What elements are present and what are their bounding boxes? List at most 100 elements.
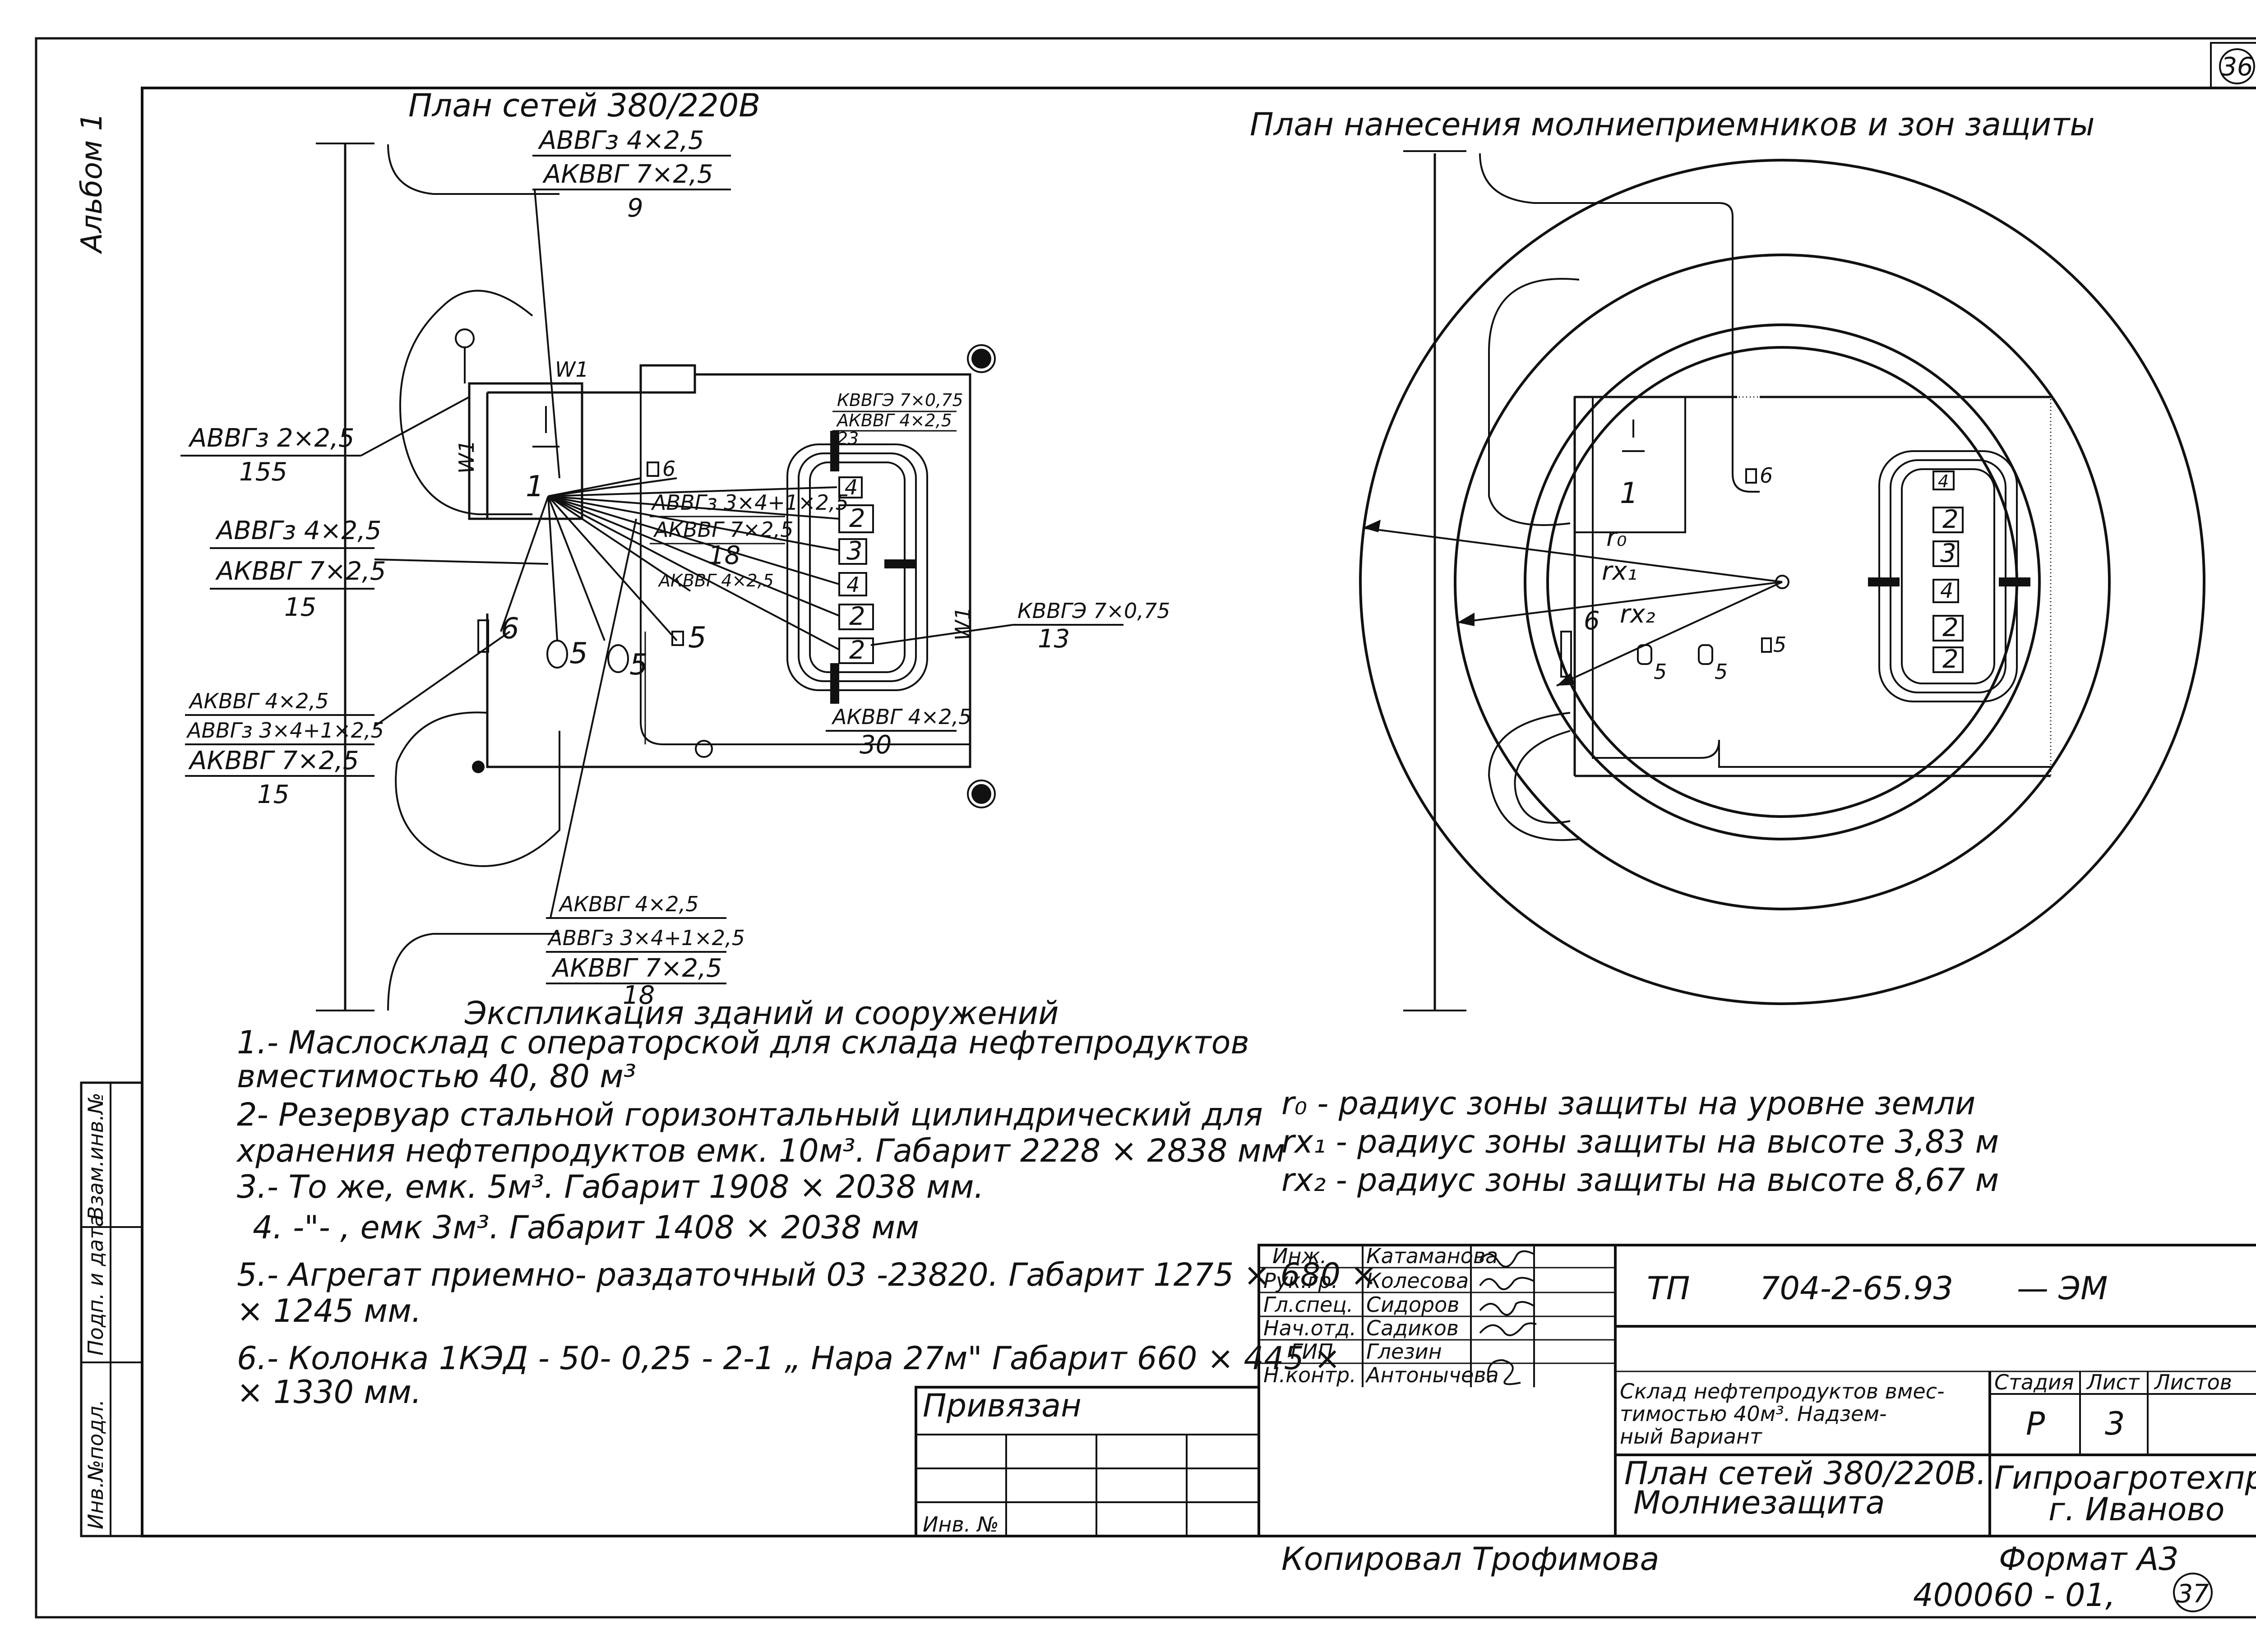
callout-top: АВВГз 4×2,5 АКВВГ 7×2,5 9	[532, 126, 731, 479]
name-2: Колесова	[1366, 1269, 1469, 1293]
sheet-number-box	[2210, 42, 2256, 89]
svg-text:4: 4	[1940, 578, 1953, 603]
tank-group: 4 2 3 4 2 2	[786, 431, 928, 704]
role-2: Рук.гр.	[1263, 1269, 1338, 1293]
left-node-6a: 6	[662, 457, 675, 481]
svg-text:АВВГз 2×2,5: АВВГз 2×2,5	[188, 424, 355, 453]
radius-rx2-label: rx₂	[1620, 600, 1655, 629]
side-stamp-replace: Взам.инв.№	[83, 1093, 108, 1220]
site-outline	[486, 364, 971, 768]
callout-18-middle: АВВГз 3×4+1×2,5 АКВВГ 7×2,5 18 АКВВГ 4×2…	[650, 490, 849, 591]
privyazan-label: Привязан	[923, 1387, 1082, 1424]
sheet-number-bottom-circle	[2173, 1573, 2213, 1612]
wire-w1-top: W1	[555, 357, 589, 382]
role-3: Гл.спец.	[1263, 1292, 1353, 1317]
callout-18-bottom: АКВВГ 4×2,5 АВВГз 3×4+1×2,5 АКВВГ 7×2,5 …	[546, 518, 745, 1010]
svg-text:КВВГЭ 7×0,75: КВВГЭ 7×0,75	[837, 390, 963, 410]
sheet-header: Лист	[2086, 1370, 2140, 1394]
radius-notes: r₀ - радиус зоны защиты на уровне земли …	[1281, 1085, 1999, 1199]
org-line-2: г. Иваново	[2048, 1491, 2224, 1528]
explication-line-1: 1.- Маслосклад с операторской для склада…	[237, 1024, 1249, 1061]
explication-line-3: 2- Резервуар стальной горизонтальный цил…	[237, 1096, 1263, 1133]
zone-circle-r0	[1359, 159, 2205, 1005]
left-node-1-label: 1	[526, 470, 544, 503]
svg-text:АВВГз 3×4+1×2,5: АВВГз 3×4+1×2,5	[547, 926, 745, 950]
svg-text:13: 13	[1038, 624, 1070, 654]
svg-text:30: 30	[860, 730, 892, 760]
name-6: Антонычева	[1365, 1363, 1499, 1387]
left-plan-title: План сетей 380/220В	[408, 87, 760, 124]
code-suffix: — ЭМ	[2017, 1270, 2108, 1307]
role-1: Инж.	[1272, 1244, 1327, 1268]
callout-30: АКВВГ 4×2,5 30	[826, 705, 971, 760]
svg-text:АКВВГ 7×2,5: АКВВГ 7×2,5	[215, 557, 386, 586]
left-plan: План сетей 380/220В 1	[180, 87, 1170, 1011]
archive-number: 400060 - 01,	[1913, 1577, 2115, 1614]
callout-23: КВВГЭ 7×0,75 АКВВГ 4×2,5 23	[832, 390, 963, 448]
album-label: Альбом 1	[75, 113, 109, 254]
svg-text:2: 2	[1942, 613, 1959, 642]
inner-label: АКВВГ 4×2,5	[657, 571, 774, 591]
name-3: Сидоров	[1366, 1292, 1459, 1317]
svg-text:АВВГз 4×2,5: АВВГз 4×2,5	[538, 126, 704, 155]
svg-text:АКВВГ 4×2,5: АКВВГ 4×2,5	[188, 689, 328, 713]
zone-circle-rx2	[1524, 323, 2041, 840]
radius-note-1: r₀ - радиус зоны защиты на уровне земли	[1281, 1085, 1975, 1122]
svg-text:АКВВГ 4×2,5: АКВВГ 4×2,5	[836, 411, 952, 430]
svg-text:15: 15	[284, 593, 316, 622]
explication-line-8: × 1245 мм.	[237, 1292, 421, 1329]
right-node-6b: 6	[1584, 606, 1600, 636]
building-1	[468, 382, 583, 520]
stage-value: Р	[2026, 1405, 2045, 1442]
project-line-2: тимостью 40м³. Надзем-	[1620, 1402, 1887, 1426]
name-5: Глезин	[1366, 1339, 1442, 1364]
inv-no-label: Инв. №	[923, 1512, 999, 1537]
explication-line-2: вместимостью 40, 80 м³	[237, 1058, 636, 1095]
wire-w1-left: W1	[454, 440, 479, 474]
left-zone-bottom	[395, 711, 560, 867]
sheets-header: Листов	[2154, 1370, 2232, 1394]
radius-note-2: rx₁ - радиус зоны защиты на высоте 3,83 …	[1281, 1123, 1999, 1160]
svg-text:АКВВГ 7×2,5: АКВВГ 7×2,5	[653, 517, 793, 542]
right-plan: План нанесения молниеприемников и зон за…	[1250, 106, 2205, 1011]
role-6: Н.контр.	[1263, 1363, 1356, 1387]
name-1: Катаманова	[1366, 1244, 1498, 1268]
svg-text:155: 155	[239, 457, 287, 487]
side-stamp: Инв.№подл. Подп. и дата Взам.инв.№	[80, 1081, 143, 1537]
explication-line-6: 4. -"- , емк 3м³. Габарит 1408 × 2038 мм	[253, 1209, 919, 1246]
svg-text:18: 18	[708, 541, 740, 570]
sheet-number-circle	[2219, 48, 2255, 84]
explication-line-7: 5.- Агрегат приемно- раздаточный 03 -238…	[237, 1256, 1377, 1293]
explication-title: Экспликация зданий и сооружений	[464, 995, 1059, 1032]
tank-4b: 4	[846, 572, 860, 597]
svg-text:23: 23	[837, 429, 859, 448]
role-4: Нач.отд.	[1263, 1316, 1356, 1340]
left-node-5b: 5	[629, 648, 648, 682]
code-prefix: ТП	[1647, 1270, 1690, 1307]
lightning-rod-se1	[967, 780, 996, 808]
svg-text:АКВВГ 4×2,5: АКВВГ 4×2,5	[831, 705, 971, 729]
stage-header: Стадия	[1994, 1370, 2074, 1394]
format-label: Формат А3	[1999, 1541, 2179, 1578]
right-node-5c: 5	[1773, 632, 1786, 657]
sheet-title-line-2: Молниезащита	[1633, 1484, 1885, 1521]
copied-by: Копировал Трофимова	[1281, 1541, 1659, 1578]
project-line-3: ный Вариант	[1620, 1424, 1762, 1449]
wire-w1-right: W1	[951, 607, 975, 641]
lightning-rod-ne	[967, 344, 996, 373]
svg-text:2: 2	[1942, 505, 1959, 534]
svg-text:2: 2	[1942, 645, 1959, 674]
right-node-5a: 5	[1654, 660, 1667, 684]
radius-r0-label: r₀	[1606, 523, 1627, 552]
svg-text:АКВВГ 4×2,5: АКВВГ 4×2,5	[558, 892, 698, 916]
role-5: ГИП	[1290, 1339, 1333, 1364]
right-node-5b: 5	[1715, 660, 1728, 684]
title-block: Привязан Инв. № Инж. Рук.гр. Гл.спец. На…	[915, 1244, 2256, 1537]
tank-2a: 2	[849, 504, 865, 533]
svg-text:АВВГз 3×4+1×2,5: АВВГз 3×4+1×2,5	[651, 490, 849, 515]
callout-13: КВВГЭ 7×0,75 13	[870, 599, 1170, 654]
svg-text:18: 18	[623, 981, 655, 1010]
sheet-value: 3	[2105, 1405, 2125, 1442]
svg-text:КВВГЭ 7×0,75: КВВГЭ 7×0,75	[1017, 599, 1170, 623]
